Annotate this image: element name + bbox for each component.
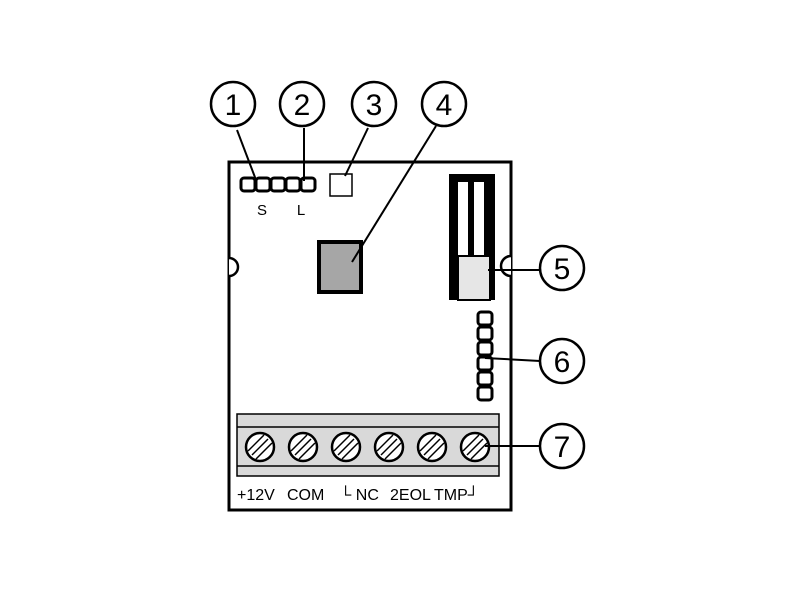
callout-6: 6 [538,337,586,385]
svg-text:2: 2 [294,89,311,122]
callout-5: 5 [538,244,586,292]
jumper-label-s: S [257,202,267,219]
terminal-screw-5 [416,431,448,463]
jumper-label-l: L [297,202,305,219]
terminal-screw-2 [287,431,319,463]
right-mounting-notch [499,254,512,278]
small-square-component [329,173,353,197]
terminal-screw-1 [244,431,276,463]
jumper-pin-header [239,176,317,193]
callout-7: 7 [538,422,586,470]
callout-2: 2 [278,80,326,128]
svg-text:4: 4 [436,89,453,122]
callout-1: 1 [209,80,257,128]
terminal-label-nc: └ NC [340,485,379,504]
terminal-label-tmp: TMP┘ [434,485,479,504]
callout-leader-lines [236,125,541,447]
terminal-label-plus-12v: +12V [237,487,275,504]
terminal-screw-4 [373,431,405,463]
reed-switch-component [449,174,495,301]
svg-text:1: 1 [225,89,242,122]
callout-4: 4 [420,80,468,128]
vertical-pin-header [476,310,494,402]
left-mounting-notch [228,256,240,278]
terminal-block [236,413,500,477]
terminal-screw-3 [330,431,362,463]
chip-component [317,240,363,294]
callout-3: 3 [350,80,398,128]
svg-text:7: 7 [554,431,571,464]
terminal-screw-6 [459,431,491,463]
terminal-label-com: COM [287,487,324,504]
terminal-screws [244,431,491,463]
terminal-label-2eol: 2EOL [390,487,431,504]
svg-text:5: 5 [554,253,571,286]
svg-text:3: 3 [366,89,383,122]
svg-text:6: 6 [554,346,571,379]
